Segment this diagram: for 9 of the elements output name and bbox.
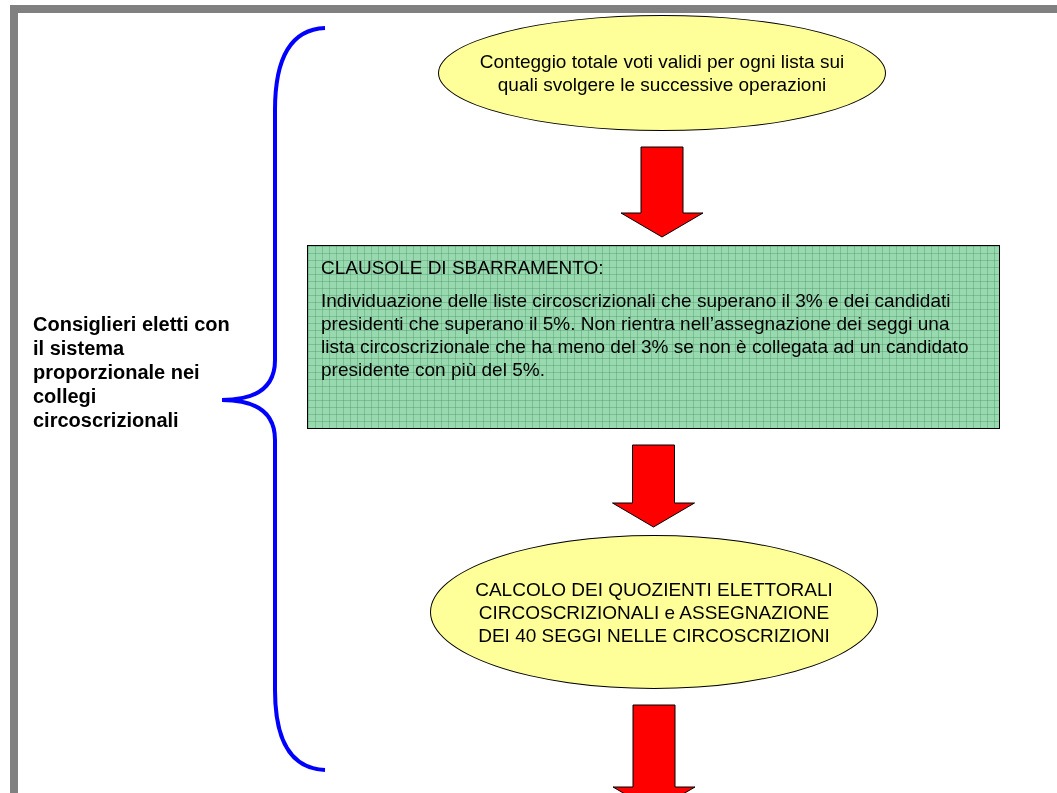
box-text: Individuazione delle liste circoscrizionali che superano il 3% e dei candidati presidenti che superano il 5%. Non rientra nell’assegnazione dei seggi una lista circoscrizionale che ha meno del 3% se non è collegata ad un candidato presidente con più del 5%. xyxy=(321,289,970,381)
process-ellipse: CALCOLO DEI QUOZIENTI ELETTORALI CIRCOSCRIZIONALI e ASSEGNAZIONE DEI 40 SEGGI NELLE CIRCOSCRIZIONI xyxy=(430,535,878,689)
process-ellipse: Conteggio totale voti validi per ogni lista sui quali svolgere le successive operazioni xyxy=(438,15,886,131)
block-arrow xyxy=(620,146,704,238)
block-arrow xyxy=(612,704,696,793)
box-heading: CLAUSOLE DI SBARRAMENTO: xyxy=(321,256,605,279)
block-arrow xyxy=(612,444,695,528)
side-label: Consiglieri eletti con il sistema proporzionale nei collegi circoscrizionali xyxy=(33,312,231,432)
process-box xyxy=(307,245,1000,429)
